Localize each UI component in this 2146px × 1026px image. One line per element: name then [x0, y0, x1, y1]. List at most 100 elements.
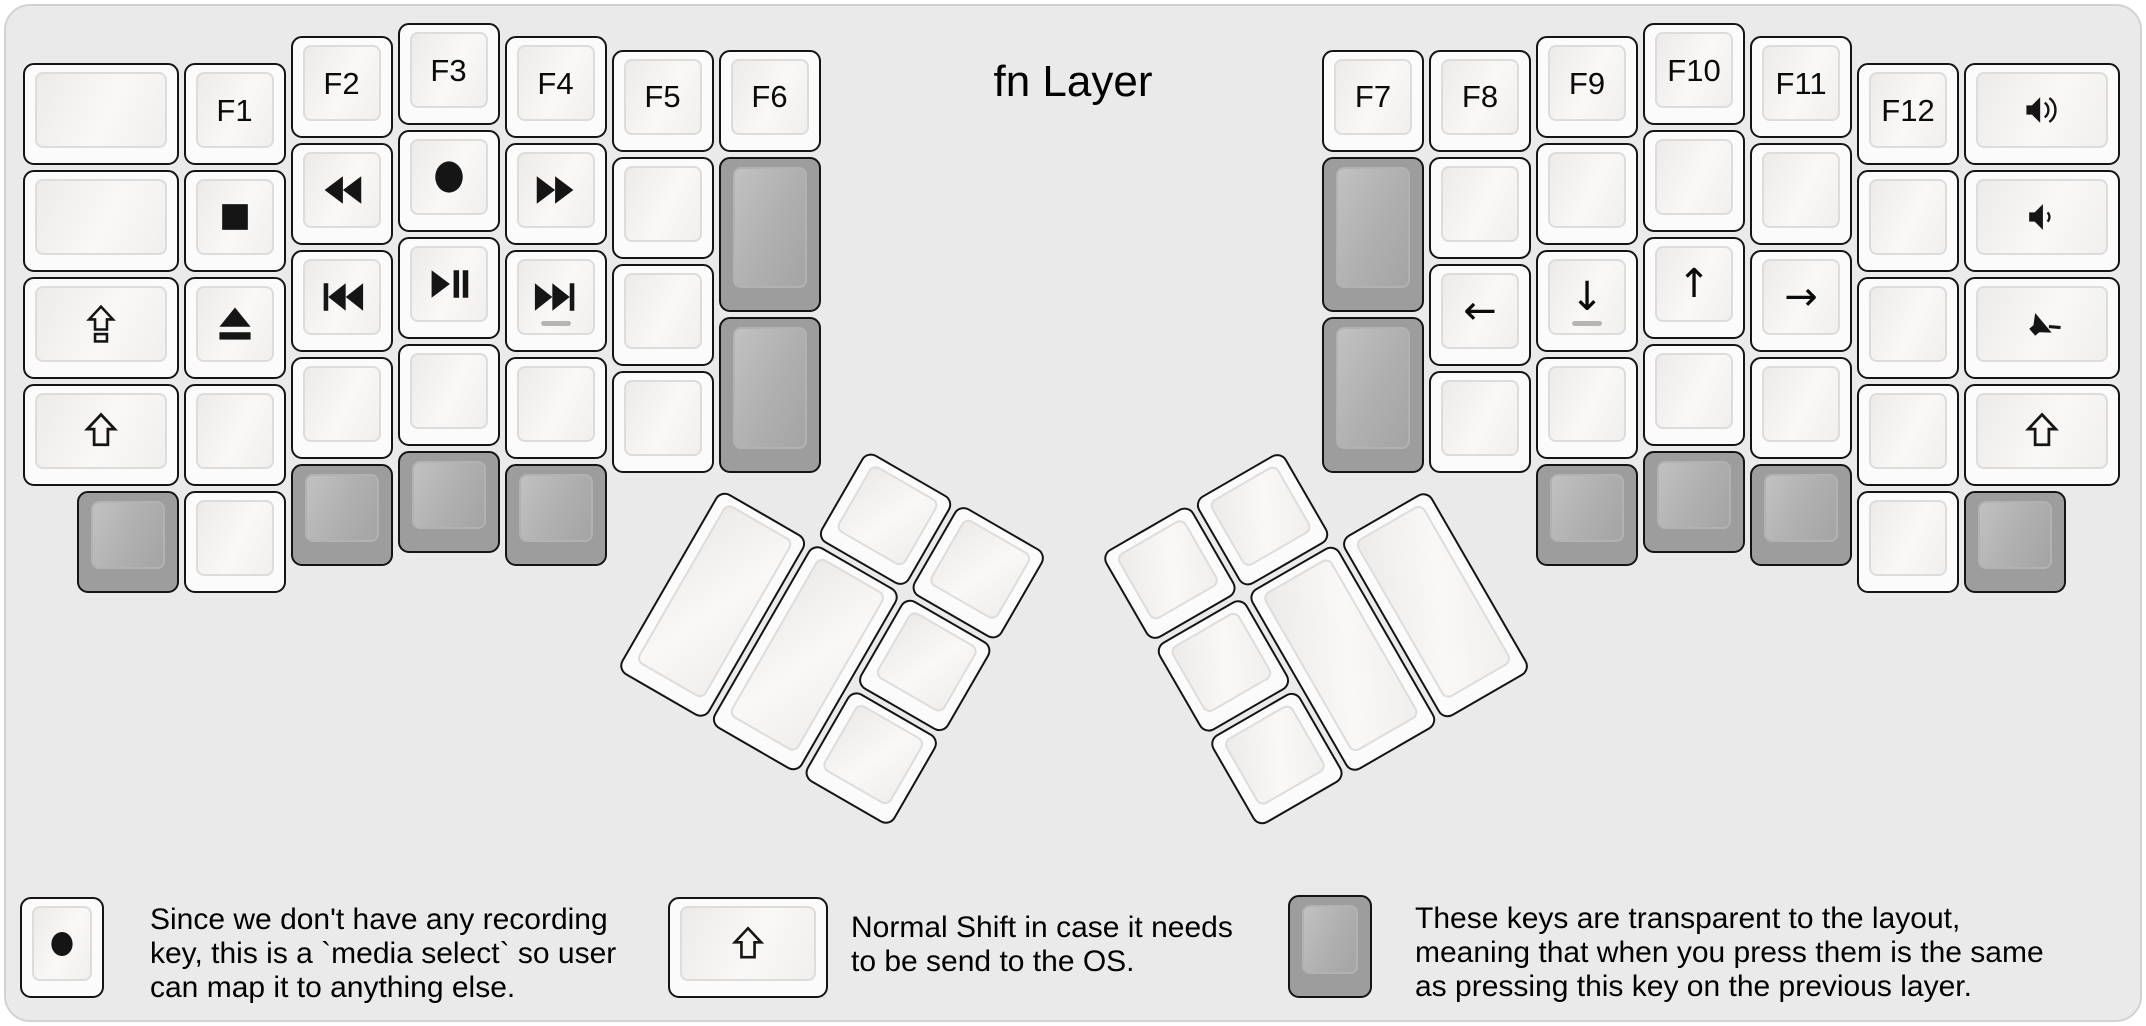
- key-blank-bottom-right[interactable]: [1857, 491, 1959, 594]
- key-thumb-right-1-top: [1115, 517, 1221, 623]
- key-blank-bottom-left[interactable]: [183, 491, 286, 594]
- key-f8[interactable]: F8: [1429, 49, 1531, 152]
- key-capslock-top: [35, 286, 167, 363]
- key-blank-c12-r4[interactable]: [1857, 384, 1959, 487]
- key-f10[interactable]: F10: [1643, 23, 1745, 125]
- key-transparent-bl-4[interactable]: [504, 464, 607, 567]
- key-blank-c11-r4[interactable]: [1750, 357, 1852, 460]
- key-eject-top: [195, 286, 274, 363]
- legend-line: key, this is a `media select` so user: [150, 937, 617, 970]
- key-thumb-right-6-top: [1222, 702, 1328, 808]
- key-f8-top: F8: [1441, 58, 1519, 135]
- key-blank-c8-r4[interactable]: [1429, 370, 1531, 473]
- key-transparent-r-bottom[interactable]: [1322, 317, 1424, 473]
- key-blank-c9-r2[interactable]: [1536, 143, 1638, 246]
- key-f5-label: F5: [644, 79, 681, 115]
- legend-record-text: Since we don't have any recording key, t…: [150, 903, 616, 1005]
- key-blank-c12-r3-top: [1869, 286, 1947, 363]
- key-volume-up-top: [1976, 72, 2108, 149]
- key-transparent-r-top[interactable]: [1322, 156, 1424, 313]
- key-blank-c10-r2-top: [1655, 139, 1733, 215]
- key-transparent-br-2[interactable]: [1643, 451, 1745, 553]
- key-f2[interactable]: F2: [290, 36, 393, 139]
- key-blank-c11-r2[interactable]: [1750, 143, 1852, 246]
- key-arrow-left[interactable]: ←: [1429, 263, 1531, 366]
- key-shift-left[interactable]: [23, 384, 179, 487]
- key-f1[interactable]: F1: [183, 63, 286, 166]
- key-stop[interactable]: [183, 170, 286, 273]
- key-arrow-down[interactable]: ↓: [1536, 250, 1638, 353]
- ffwd-icon: [536, 176, 573, 205]
- key-f5-top: F5: [623, 58, 702, 135]
- key-blank-c9-r4-top: [1548, 366, 1626, 443]
- key-arrow-right[interactable]: →: [1750, 250, 1852, 353]
- key-f5[interactable]: F5: [611, 49, 714, 152]
- key-blank-top-b[interactable]: [23, 170, 179, 273]
- key-f7[interactable]: F7: [1322, 49, 1424, 152]
- key-transparent-br-3[interactable]: [1750, 464, 1852, 567]
- key-rewind[interactable]: [290, 143, 393, 246]
- key-thumb-left-6-top: [820, 702, 927, 808]
- key-blank-c2-r4-top: [302, 366, 381, 443]
- key-f7-label: F7: [1354, 79, 1392, 115]
- key-blank-c5-r4[interactable]: [611, 370, 714, 473]
- legend-record-keycap: [20, 897, 104, 998]
- key-volume-mute[interactable]: [1964, 277, 2120, 380]
- key-next-track[interactable]: [504, 250, 607, 353]
- key-f11[interactable]: F11: [1750, 36, 1852, 139]
- shift-icon: [731, 925, 765, 958]
- key-blank-c3-r4[interactable]: [397, 344, 500, 446]
- key-blank-c10-r4[interactable]: [1643, 344, 1745, 446]
- key-transparent-l-top-top: [732, 166, 807, 289]
- key-blank-c5-r2[interactable]: [611, 156, 714, 259]
- key-f3[interactable]: F3: [397, 23, 500, 125]
- key-transparent-bl-3[interactable]: [397, 451, 500, 553]
- key-play-pause-top: [409, 246, 488, 322]
- key-f6-label: F6: [751, 79, 788, 115]
- key-f4-top: F4: [516, 45, 595, 122]
- key-shift-right[interactable]: [1964, 384, 2120, 487]
- key-blank-c4-r4[interactable]: [504, 357, 607, 460]
- key-play-pause[interactable]: [397, 237, 500, 339]
- key-blank-c9-r4[interactable]: [1536, 357, 1638, 460]
- key-blank-c10-r2[interactable]: [1643, 130, 1745, 232]
- key-transparent-bl-1-top: [90, 501, 165, 570]
- key-blank-c2-r4[interactable]: [290, 357, 393, 460]
- key-volume-down[interactable]: [1964, 170, 2120, 273]
- key-transparent-br-4[interactable]: [1964, 491, 2066, 594]
- key-transparent-l-top[interactable]: [718, 156, 821, 313]
- voldown-icon: [2028, 204, 2051, 230]
- key-blank-c5-r3[interactable]: [611, 263, 714, 366]
- key-eject[interactable]: [183, 277, 286, 380]
- key-blank-c1-r4[interactable]: [183, 384, 286, 487]
- key-f6[interactable]: F6: [718, 49, 821, 152]
- key-blank-c12-r2[interactable]: [1857, 170, 1959, 273]
- key-blank-top-a[interactable]: [23, 63, 179, 166]
- key-blank-c8-r2[interactable]: [1429, 156, 1531, 259]
- legend-line: Since we don't have any recording: [150, 903, 608, 936]
- key-volume-up[interactable]: [1964, 63, 2120, 166]
- key-prev-track[interactable]: [290, 250, 393, 353]
- next-icon: [534, 283, 574, 312]
- key-transparent-br-1[interactable]: [1536, 464, 1638, 567]
- key-f4[interactable]: F4: [504, 36, 607, 139]
- legend-transparent-keycap-top: [1302, 905, 1358, 974]
- key-blank-c1-r4-top: [195, 393, 274, 470]
- key-transparent-r-bottom-top: [1336, 327, 1410, 449]
- key-record[interactable]: [397, 130, 500, 232]
- key-f12[interactable]: F12: [1857, 63, 1959, 166]
- key-f9-label: F9: [1568, 65, 1606, 101]
- key-fast-forward[interactable]: [504, 143, 607, 246]
- key-volume-down-top: [1976, 179, 2108, 256]
- key-transparent-bl-2[interactable]: [290, 464, 393, 567]
- key-f9[interactable]: F9: [1536, 36, 1638, 139]
- key-transparent-bl-1[interactable]: [76, 491, 179, 594]
- key-arrow-up[interactable]: ↑: [1643, 237, 1745, 339]
- key-blank-c12-r2-top: [1869, 179, 1947, 256]
- key-transparent-r-top-top: [1336, 166, 1410, 289]
- key-blank-c12-r3[interactable]: [1857, 277, 1959, 380]
- key-transparent-l-bottom[interactable]: [718, 317, 821, 473]
- key-capslock[interactable]: [23, 277, 179, 380]
- key-thumb-left-2-top: [927, 516, 1034, 622]
